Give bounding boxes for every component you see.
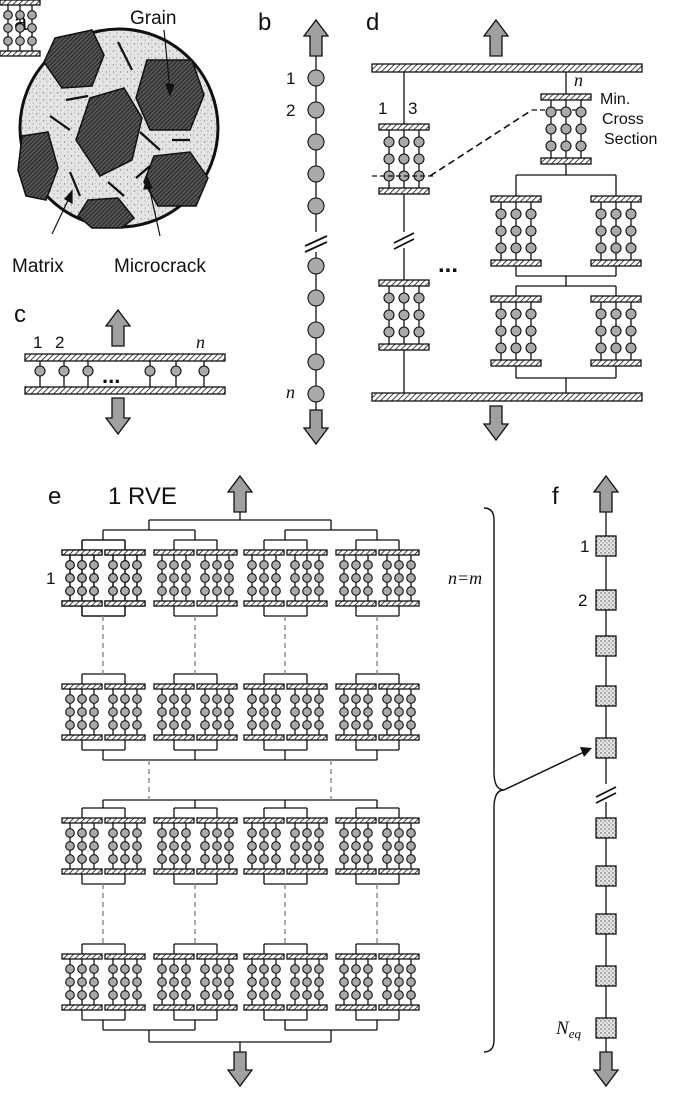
b-index-n: n xyxy=(286,382,295,402)
e-row-1 xyxy=(62,519,419,616)
panel-a-leaders xyxy=(51,29,175,237)
min-cross-section-line-1: Min. xyxy=(600,91,630,108)
c-ellipsis: ... xyxy=(102,363,120,388)
rve-brace xyxy=(483,507,505,1053)
e-top-arrow-icon xyxy=(226,474,254,513)
d-index-n: n xyxy=(574,70,583,90)
rve-pointer-head-icon xyxy=(580,747,592,757)
matrix-label: Matrix xyxy=(12,256,64,277)
panel-f: f 1 2 Neq xyxy=(552,474,620,1088)
panel-e-letter: e xyxy=(48,483,61,510)
e-row-2 xyxy=(62,674,419,761)
f-index-1: 1 xyxy=(580,537,589,556)
f-top-arrow-icon xyxy=(592,474,620,513)
grain-label: Grain xyxy=(130,8,176,29)
d-top-arrow-icon xyxy=(482,18,510,57)
b-fiber-chain xyxy=(307,69,325,403)
d-right-middle-pair xyxy=(490,174,642,277)
d-index-3: 3 xyxy=(408,99,417,118)
c-top-plate xyxy=(24,353,226,362)
panel-b: b 1 2 n xyxy=(258,9,330,446)
b-index-2: 2 xyxy=(286,101,295,120)
b-index-1: 1 xyxy=(286,69,295,88)
c-top-arrow-icon xyxy=(104,308,132,347)
e-bottom-arrow-icon xyxy=(226,1051,254,1088)
d-right-top-bundle xyxy=(540,93,592,165)
panel-a: a Grain Matrix xyxy=(12,8,220,277)
e-n-equals-m: n=m xyxy=(448,568,482,588)
c-index-n: n xyxy=(196,332,205,352)
c-fibers xyxy=(34,361,210,387)
d-left-bundle-2 xyxy=(378,279,430,351)
panel-b-letter: b xyxy=(258,9,271,36)
c-index-1: 1 xyxy=(33,333,42,352)
d-right-bottom-pair xyxy=(490,285,642,379)
c-index-2: 2 xyxy=(55,333,64,352)
c-bottom-plate xyxy=(24,386,226,395)
e-row-4 xyxy=(62,944,419,1043)
e-index-1: 1 xyxy=(46,569,55,588)
d-bottom-arrow-icon xyxy=(482,405,510,442)
panel-f-letter: f xyxy=(552,483,559,510)
panel-c: c ... 1 2 n xyxy=(14,301,226,436)
c-bottom-arrow-icon xyxy=(104,397,132,436)
microcracks xyxy=(49,41,190,197)
f-index-2: 2 xyxy=(578,591,587,610)
e-row-3 xyxy=(62,799,419,884)
d-index-1: 1 xyxy=(378,99,387,118)
f-break-mark xyxy=(595,786,617,804)
d-top-plate xyxy=(371,63,643,73)
panel-d: d xyxy=(366,9,657,442)
grains xyxy=(17,29,209,229)
d-ellipsis: ... xyxy=(438,251,458,278)
panel-d-letter: d xyxy=(366,9,379,36)
min-cross-section-line-2: Cross xyxy=(602,111,644,128)
rve-pointer xyxy=(503,751,585,791)
b-break-mark xyxy=(304,235,328,253)
f-index-neq: Neq xyxy=(555,1018,581,1041)
b-top-arrow-icon xyxy=(302,18,330,57)
f-rve-chain xyxy=(595,535,617,1039)
b-bottom-arrow-icon xyxy=(302,409,330,446)
rve-title: 1 RVE xyxy=(108,483,177,510)
min-cross-section-line-3: Section xyxy=(604,131,657,148)
d-bottom-plate xyxy=(371,392,643,402)
microcrack-label: Microcrack xyxy=(114,256,206,277)
e-dashed-links xyxy=(102,616,378,944)
f-bottom-arrow-icon xyxy=(592,1051,620,1088)
panel-e: e 1 RVE xyxy=(0,0,592,1088)
panel-c-letter: c xyxy=(14,301,26,328)
d-left-chain xyxy=(393,72,415,393)
